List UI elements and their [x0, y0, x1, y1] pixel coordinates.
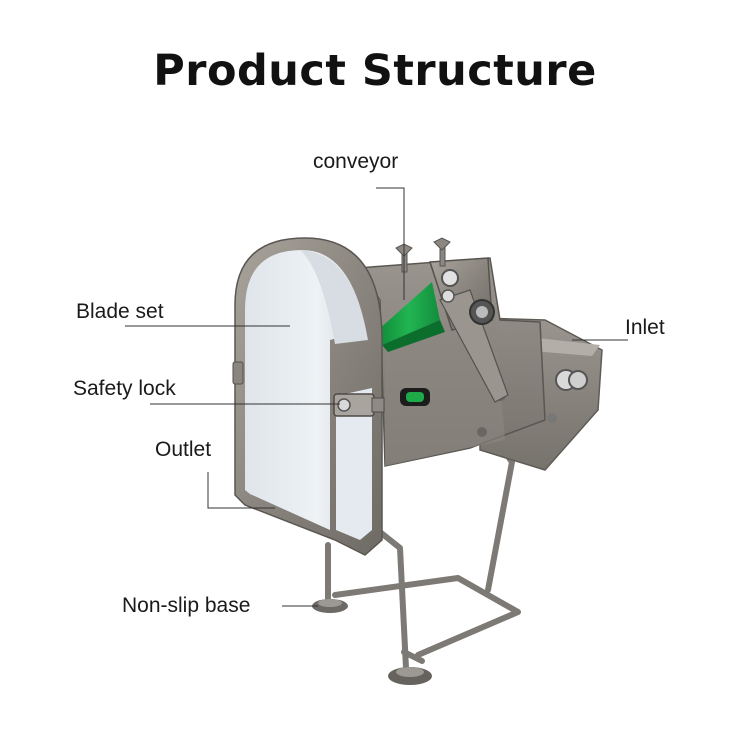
safety-lock: [333, 393, 385, 417]
label-inlet: Inlet: [625, 316, 665, 339]
blade-cover: [232, 237, 383, 556]
label-conveyor: conveyor: [313, 150, 399, 173]
top-bracket: [395, 237, 509, 403]
page-title: Product Structure: [153, 46, 597, 96]
label-safety-lock: Safety lock: [73, 377, 176, 400]
leader-outlet: [207, 472, 275, 509]
leader-lines: [125, 187, 628, 607]
label-non-slip-base: Non-slip base: [122, 594, 251, 617]
label-blade-set: Blade set: [76, 300, 164, 323]
conveyor-belt: [378, 282, 445, 352]
leader-conveyor: [376, 187, 405, 300]
feet: [312, 599, 432, 685]
label-outlet: Outlet: [155, 438, 212, 461]
